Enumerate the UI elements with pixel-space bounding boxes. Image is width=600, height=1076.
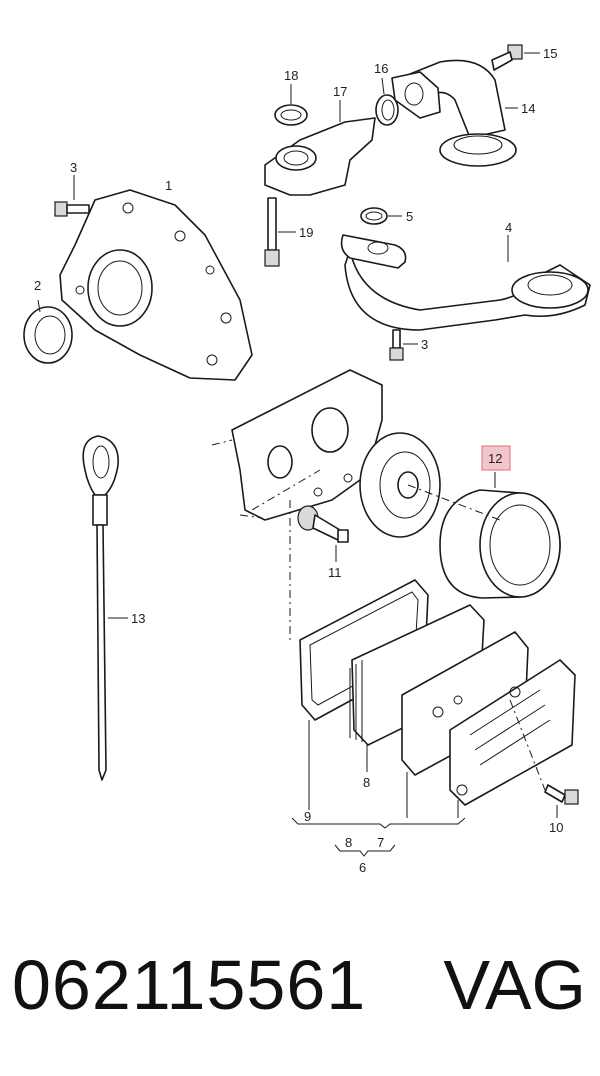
callout-3-right: 3 [421,337,428,352]
callout-14: 14 [521,101,535,116]
housing-cover-part [59,189,253,381]
callout-8: 8 [363,775,370,790]
callout-6: 6 [359,860,366,875]
callout-11: 11 [328,565,342,580]
callout-10: 10 [549,820,563,835]
group-bracket-9-8-7 [291,720,466,829]
callout-4: 4 [505,220,512,235]
oil-pressure-sensor-part [297,505,349,562]
oil-pickup-pipe-part [340,234,591,331]
adapter-bracket-part [264,100,376,196]
callout-5: 5 [406,209,413,224]
group-bracket-8-7 [334,844,396,857]
callout-15: 15 [543,46,557,61]
callout-7: 7 [377,835,384,850]
callout-2: 2 [34,278,41,293]
callout-18: 18 [284,68,298,83]
oil-filter-bracket-part [211,369,383,521]
bolt-part-10 [544,784,579,818]
callout-17: 17 [333,84,347,99]
callout-1: 1 [165,178,172,193]
o-ring-part-16 [375,77,399,126]
bolt-part-right [389,329,418,361]
callout-12-highlight [481,445,511,471]
alignment-lines [251,469,546,791]
callout-12: 12 [488,451,502,466]
callout-13: 13 [131,611,145,626]
long-bolt-part [264,197,296,267]
callout-19: 19 [299,225,313,240]
filter-flange-disk-part [359,432,441,538]
elbow-pipe-part [391,59,518,167]
oil-filter-part [407,472,561,599]
product-footer: 062115561 VAG [0,945,600,1045]
seal-ring-part [23,299,73,364]
brand-name: VAG [443,946,586,1024]
callout-8-group: 8 [345,835,352,850]
o-ring-part-5 [360,207,402,225]
bolt-part-15 [491,44,540,71]
callout-9: 9 [304,809,311,824]
exploded-parts-diagram: 1 2 3 3 4 5 6 7 8 8 9 10 11 12 13 14 15 … [23,44,591,875]
o-ring-part-18 [274,84,308,126]
dipstick-part [82,435,128,781]
callout-3-left: 3 [70,160,77,175]
cooler-plate-part [449,659,576,806]
callout-16: 16 [374,61,388,76]
bolt-part-left [54,175,90,217]
part-number: 062115561 [12,946,367,1024]
